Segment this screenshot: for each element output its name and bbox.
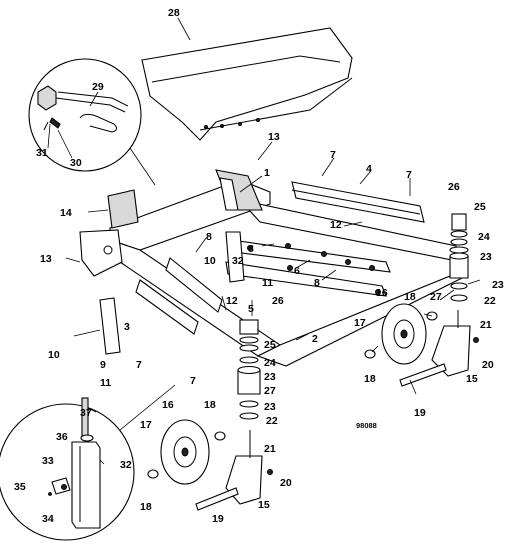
leader-lines (47, 17, 481, 465)
callout-26: 26 (272, 295, 284, 307)
callout-21: 21 (480, 319, 492, 331)
callout-25: 25 (264, 339, 276, 351)
left-caster-pivot (237, 319, 261, 420)
main-frame (79, 169, 463, 367)
callout-7: 7 (136, 359, 142, 371)
callout-3: 3 (124, 321, 130, 333)
callout-28: 28 (168, 7, 180, 19)
callout-12: 12 (330, 219, 342, 231)
right-caster-wheel (364, 303, 479, 387)
callout-10: 10 (204, 255, 216, 267)
callout-11: 11 (262, 277, 273, 289)
callout-2: 2 (312, 333, 318, 345)
callout-23: 23 (264, 401, 276, 413)
callout-31: 31 (36, 147, 48, 159)
callout-35: 35 (14, 481, 26, 493)
callout-27: 27 (264, 385, 276, 397)
callout-23: 23 (492, 279, 504, 291)
callout-6: 6 (294, 265, 300, 277)
callout-30: 30 (70, 157, 82, 169)
callout-33: 33 (42, 455, 54, 467)
callout-17: 17 (140, 419, 152, 431)
callout-23: 23 (480, 251, 492, 263)
callout-23: 23 (264, 371, 276, 383)
callout-34: 34 (42, 513, 54, 525)
callout-27: 27 (430, 291, 442, 303)
callout-8: 8 (206, 231, 212, 243)
callout-17: 17 (354, 317, 366, 329)
callout-22: 22 (266, 415, 278, 427)
callout-22: 22 (484, 295, 496, 307)
callout-4: 4 (366, 163, 372, 175)
detail-circle-bracket (0, 384, 176, 541)
left-caster-wheel (147, 419, 273, 511)
callout-13: 13 (40, 253, 52, 265)
callout-18: 18 (364, 373, 376, 385)
callout-15: 15 (466, 373, 478, 385)
callout-20: 20 (482, 359, 494, 371)
drawing-number: 98088 (356, 421, 377, 430)
callout-13: 13 (268, 131, 280, 143)
callout-37: 37 (80, 407, 92, 419)
callout-21: 21 (264, 443, 276, 455)
callout-16: 16 (162, 399, 174, 411)
callout-18: 18 (404, 291, 416, 303)
deck-cover-plate (141, 27, 353, 141)
callout-25: 25 (474, 201, 486, 213)
callout-29: 29 (92, 81, 104, 93)
callout-8: 8 (248, 243, 254, 255)
callout-7: 7 (330, 149, 336, 161)
callout-labels: 28 29 31 30 13 7 4 7 1 26 25 24 23 14 12… (14, 7, 504, 525)
callout-7: 7 (406, 169, 412, 181)
callout-14: 14 (60, 207, 72, 219)
callout-15: 15 (258, 499, 270, 511)
callout-18: 18 (204, 399, 216, 411)
callout-7: 7 (190, 375, 196, 387)
callout-10: 10 (48, 349, 60, 361)
callout-20: 20 (280, 477, 292, 489)
detail-circle-latch (28, 58, 156, 186)
callout-24: 24 (264, 357, 276, 369)
callout-11: 11 (100, 377, 111, 389)
callout-32: 32 (120, 459, 132, 471)
callout-18: 18 (140, 501, 152, 513)
callout-16: 16 (376, 287, 388, 299)
callout-19: 19 (414, 407, 426, 419)
callout-26: 26 (448, 181, 460, 193)
callout-5: 5 (248, 303, 254, 315)
callout-1: 1 (264, 167, 270, 179)
callout-36: 36 (56, 431, 68, 443)
callout-32: 32 (232, 255, 244, 267)
callout-9: 9 (100, 359, 106, 371)
callout-24: 24 (478, 231, 490, 243)
right-caster-pivot (449, 213, 469, 302)
callout-8: 8 (314, 277, 320, 289)
callout-19: 19 (212, 513, 224, 525)
callout-12: 12 (226, 295, 238, 307)
